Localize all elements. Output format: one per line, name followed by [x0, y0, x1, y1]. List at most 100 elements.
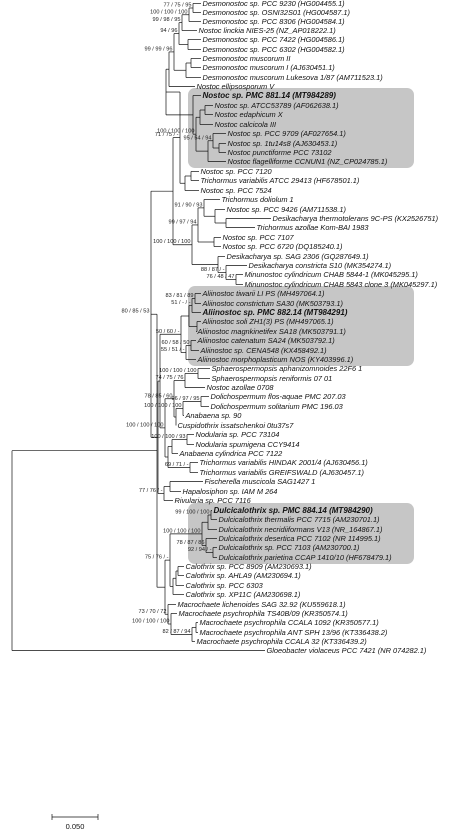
taxon-label: Dulcicalothrix parietina CCAP 1410/10 (H…	[219, 553, 393, 562]
support-value: 75 / 76 / -	[145, 555, 169, 561]
taxon-label: Macrochaete psychrophila CCALA 1092 (KR3…	[200, 618, 380, 627]
taxon-label: Macrochaete psychrophila CCALA 32 (KT336…	[197, 637, 368, 646]
taxon-label: Aliinostoc constrictum SA30 (MK503793.1)	[202, 299, 344, 308]
tree-branches	[11, 3, 271, 651]
support-value: 83 / 81 / 89	[166, 293, 194, 299]
support-value: 82 / 87 / 94	[163, 629, 191, 635]
taxon-label: Trichormus doliolum 1	[222, 195, 294, 204]
taxon-label: Nostoc sp. PCC 6720 (DQ185240.1)	[223, 242, 343, 251]
taxon-label: Nodularia sp. PCC 73104	[196, 430, 280, 439]
support-value: 99 / 97 / 94	[169, 219, 197, 225]
support-value: 99 / 99 / 96	[145, 46, 173, 52]
highlighted-clade-box	[188, 503, 414, 564]
highlighted-clade-box	[188, 88, 414, 168]
taxon-label: Desmonostoc muscorum Lukesova 1/87 (AM71…	[203, 73, 384, 82]
taxon-label: Dolichospermum solitarium PMC 196.03	[211, 402, 344, 411]
taxon-label: Trichormus azollae Kom-BAI 1983	[257, 223, 370, 232]
support-value: 73 / 70 / 72	[139, 609, 167, 615]
taxon-label: Calothrix sp. PCC 8909 (AM230693.1)	[186, 562, 313, 571]
taxon-label: Rivularia sp. PCC 7116	[175, 496, 252, 505]
taxon-label: Dolichospermum flos-aquae PMC 207.03	[211, 392, 347, 401]
support-value: 74 / 75 / 76	[156, 375, 184, 381]
taxon-label: Nostoc linckia NIES-25 (NZ_AP018222.1)	[199, 26, 337, 35]
taxon-label: Sphaerospermopsis reniformis 07 01	[212, 374, 333, 383]
taxon-label: Fischerella muscicola SAG1427 1	[205, 477, 316, 486]
support-value: 100 / 100 / 100	[144, 403, 181, 409]
support-value: 94 / 96	[160, 28, 177, 34]
taxon-label: Dulcicalothrix sp. PMC 884.14 (MT984290)	[214, 506, 374, 515]
support-value: 51 / - / -	[171, 300, 190, 306]
taxon-label: Minunostoc cylindricum CHAB 5844-1 (MK04…	[245, 270, 419, 279]
taxon-label: Dulcicalothrix sp. PCC 7103 (AM230700.1)	[219, 543, 360, 552]
taxon-label: Nostoc calcicola III	[215, 120, 277, 129]
highlighted-clades	[188, 88, 414, 564]
taxon-label: Nostoc sp. PCC 7524	[201, 186, 272, 195]
taxon-label: Dulcicalothrix desertica PCC 7102 (NR 11…	[219, 534, 382, 543]
support-value: 60 / 58 / 50	[162, 340, 190, 346]
support-value: 100 / 100 / 100	[153, 239, 190, 245]
taxon-label: Aliinostoc morphoplasticum NOS (KY403996…	[197, 355, 354, 364]
support-value: 95 / 54 / 94	[184, 135, 212, 141]
taxon-label: Desmonostoc sp. PCC 8306 (HG004584.1)	[203, 17, 346, 26]
support-value: 100 / 100 / 100	[163, 528, 200, 534]
support-value: 100 / 100 / 100	[126, 422, 163, 428]
taxon-label: Nostoc ellipsosporum V	[197, 82, 276, 91]
support-value: 100 / 100 / 100	[157, 129, 194, 135]
taxon-label: Trichormus variabilis GREIFSWALD (AJ6304…	[200, 468, 365, 477]
support-value: 96 / 97 / 95	[172, 396, 200, 402]
taxon-label: Trichormus variabilis ATCC 29413 (HF6785…	[201, 176, 360, 185]
taxon-label: Nostoc sp. PMC 881.14 (MT984289)	[203, 91, 337, 100]
taxon-label: Aliinostoc tiwarii LI PS (MH497064.1)	[202, 289, 326, 298]
support-value: 78 / 85 / 60	[145, 393, 173, 399]
support-value: 100 / 100 / 93	[151, 434, 185, 440]
taxon-label: Minunostoc cylindricum CHAB 5843 clone 3…	[245, 280, 438, 289]
taxon-label: Desikacharya thermotolerans 9C-PS (KX252…	[273, 214, 439, 223]
taxon-label: Desikacharya sp. SAG 2306 (GQ287649.1)	[227, 252, 370, 261]
taxon-label: Calothrix sp. AHLA9 (AM230694.1)	[186, 571, 302, 580]
taxon-label: Trichormus variabilis HINDAK 2001/4 (AJ6…	[200, 458, 369, 467]
taxon-label: Desmonostoc sp. PCC 7422 (HG004586.1)	[203, 35, 346, 44]
taxon-label: Nostoc sp. PCC 9426 (AM711538.1)	[227, 205, 347, 214]
support-value: 76 / 48 / 47	[207, 274, 235, 280]
support-value: 99 / 100 / 100	[175, 510, 209, 516]
highlighted-clade-box	[188, 286, 414, 366]
taxon-label: Nostoc sp. PCC 7107	[223, 233, 295, 242]
taxon-label: Desikacharya constricta S10 (MK354274.1)	[249, 261, 392, 270]
support-value: 71 / 75 / -	[155, 132, 179, 138]
taxon-label: Macrochaete psychrophila TS40B/09 (KR350…	[179, 609, 349, 618]
taxon-label: Aliinostoc catenatum SA24 (MK503792.1)	[197, 336, 336, 345]
taxon-label: Aliinostoc sp. PMC 882.14 (MT984291)	[202, 308, 348, 317]
support-value: 91 / 90 / 93	[175, 202, 203, 208]
taxon-labels: Desmonostoc sp. PCC 9230 (HG004455.1)Des…	[175, 0, 439, 655]
taxon-label: Cuspidothrix issatschenkoi 0tu37s7	[178, 421, 295, 430]
taxon-label: Nodularia spumigena CCY9414	[196, 440, 300, 449]
taxon-label: Nostoc sp. PCC 9709 (AF027654.1)	[228, 129, 347, 138]
taxon-label: Nostoc azollae 0708	[207, 383, 275, 392]
support-value: 80 / 85 / 53	[122, 309, 150, 315]
support-value: 100 / 100 / 100	[132, 619, 169, 625]
taxon-label: Desmonostoc muscorum I (AJ630451.1)	[203, 63, 336, 72]
support-value: 50 / 60 / -	[156, 329, 180, 335]
taxon-label: Calothrix sp. XP11C (AM230698.1)	[186, 590, 301, 599]
taxon-label: Nostoc sp. ATCC53789 (AF062638.1)	[215, 101, 340, 110]
taxon-label: Sphaerospermopsis aphanizomnoides 22F6 1	[212, 364, 363, 373]
support-value: 77 / 76 / -	[139, 488, 163, 494]
support-value: 100 / 100 / 100	[159, 368, 196, 374]
taxon-label: Gloeobacter violaceus PCC 7421 (NR 07428…	[267, 646, 427, 655]
taxon-label: Nostoc punctiforme PCC 73102	[228, 148, 332, 157]
support-value: 69 / 71 / -	[165, 462, 189, 468]
taxon-label: Nostoc sp. 1tu14s8 (AJ630453.1)	[228, 139, 338, 148]
scale-bar-label: 0.050	[66, 822, 85, 831]
taxon-label: Aliinostoc soli ZH1(3) PS (MH497065.1)	[202, 317, 335, 326]
taxon-label: Desmonostoc sp. OSNI32S01 (HG004587.1)	[203, 8, 351, 17]
taxon-label: Hapalosiphon sp. IAM M 264	[183, 487, 278, 496]
taxon-label: Macrochaete lichenoides SAG 32.92 (KU559…	[178, 600, 347, 609]
taxon-label: Anabaena cylindrica PCC 7122	[179, 449, 283, 458]
support-value: 92 / 94 / -	[188, 547, 212, 553]
taxon-label: Dulcicalothrix necridiiformans V13 (NR_1…	[219, 525, 383, 534]
support-value: 88 / 87 / -	[201, 267, 225, 273]
taxon-label: Dulcicalothrix thermalis PCC 7715 (AM230…	[219, 515, 381, 524]
taxon-label: Nostoc sp. PCC 7120	[201, 167, 273, 176]
